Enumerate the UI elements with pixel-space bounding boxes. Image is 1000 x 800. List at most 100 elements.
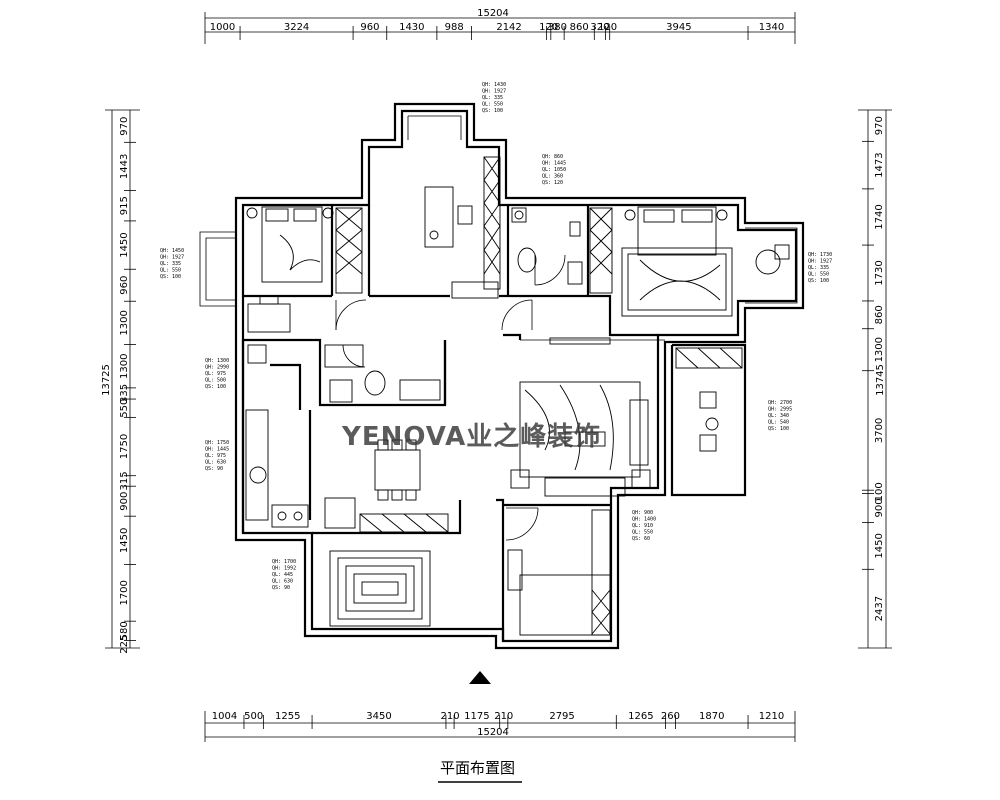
top-dimension-segment: 1340 <box>759 22 784 33</box>
spec-note-line: QH: 1992 <box>272 566 296 572</box>
top-dimension-segment: 1000 <box>210 22 235 33</box>
top-dimension-segment: 3945 <box>666 22 691 33</box>
top-dimension-segment: 860 <box>570 22 589 33</box>
bottom-dimension-segment: 1175 <box>464 711 489 722</box>
right-dimension-segment: 970 <box>874 116 885 135</box>
bottom-dimension-segment: 210 <box>494 711 513 722</box>
spec-note-line: QH: 2700 <box>768 400 792 406</box>
spec-note-line: QL: 445 <box>272 572 293 578</box>
spec-note-line: QL: 1050 <box>542 167 566 173</box>
spec-note-line: QH: 1927 <box>160 255 184 261</box>
top-dimension-segment: 120 <box>539 22 558 33</box>
top-dimension-segment: 3224 <box>284 22 309 33</box>
top-dimension-segment: 120 <box>598 22 617 33</box>
bottom-dimension-segment: 1265 <box>628 711 653 722</box>
spec-note-line: QH: 1927 <box>808 259 832 265</box>
left-dimension-segment: 315 <box>119 471 130 490</box>
interior-walls <box>241 205 747 641</box>
spec-note-line: QS: 90 <box>205 466 223 472</box>
spec-note-line: QL: 335 <box>160 261 181 267</box>
spec-note-line: QL: 630 <box>205 460 226 466</box>
top-dimension-segment: 320 <box>590 22 609 33</box>
spec-note-line: QH: 1445 <box>542 161 566 167</box>
spec-note-line: QH: 1400 <box>632 517 656 523</box>
top-dimension-segment: 1430 <box>399 22 424 33</box>
spec-note-line: QH: 860 <box>542 154 563 160</box>
spec-note-line: QS: 120 <box>542 180 563 186</box>
bottom-dimension-segment: 260 <box>661 711 680 722</box>
doors <box>335 254 566 541</box>
right-dimension-segment: 2437 <box>874 596 885 621</box>
spec-note-line: QL: 975 <box>205 371 226 377</box>
watermark: YENOVA业之峰装饰 <box>341 421 601 452</box>
right-total-dimension: 13745 <box>875 364 886 396</box>
spec-note-line: QL: 550 <box>808 272 829 278</box>
spec-note-line: QL: 335 <box>808 265 829 271</box>
spec-note-line: QS: 90 <box>272 585 290 591</box>
spec-note-line: QS: 60 <box>632 536 650 542</box>
right-dimension-segment: 1473 <box>874 152 885 177</box>
spec-note-line: QL: 910 <box>632 523 653 529</box>
spec-note-line: QH: 1750 <box>205 440 229 446</box>
spec-note-line: QS: 100 <box>205 384 226 390</box>
left-dimension-segment: 960 <box>119 276 130 295</box>
left-dimension-segment: 1300 <box>119 310 130 335</box>
furniture <box>245 156 790 636</box>
right-dimension-segment: 1450 <box>874 533 885 558</box>
top-dimension-segment: 380 <box>548 22 567 33</box>
spec-note-line: QL: 550 <box>632 530 653 536</box>
left-dimension-segment: 1700 <box>119 580 130 605</box>
left-dimension-segment: 550 <box>119 399 130 418</box>
left-dimension-segment: 580 <box>119 621 130 640</box>
bottom-dimension-segment: 1210 <box>759 711 784 722</box>
left-dimension-segment: 1443 <box>119 154 130 179</box>
spec-note-line: QL: 340 <box>768 413 789 419</box>
spec-note-line: QH: 1730 <box>808 252 832 258</box>
spec-note-line: QH: 1450 <box>160 248 184 254</box>
spec-note-line: QS: 100 <box>482 108 503 114</box>
spec-note-line: QS: 100 <box>160 274 181 280</box>
spec-note-line: QH: 1700 <box>272 559 296 565</box>
bottom-total-dimension: 15204 <box>477 727 509 738</box>
spec-note-line: QL: 500 <box>205 378 226 384</box>
left-dimension-segment: 1450 <box>119 232 130 257</box>
spec-note-line: QH: 1430 <box>482 82 506 88</box>
left-dimension-segment: 1300 <box>119 353 130 378</box>
right-dimension-segment: 100 <box>874 482 885 501</box>
left-dimension-segment: 915 <box>119 196 130 215</box>
spec-note-line: QH: 2990 <box>205 365 229 371</box>
left-dimension-segment: 1750 <box>119 434 130 459</box>
spec-note-line: QL: 540 <box>768 420 789 426</box>
right-dimension-chain: 13745 9701473174017308601300370010090014… <box>858 109 892 649</box>
top-dimension-segment: 2142 <box>496 22 521 33</box>
spec-note-line: QS: 100 <box>808 278 829 284</box>
spec-note-line: QH: 1445 <box>205 447 229 453</box>
top-total-dimension: 15204 <box>477 8 509 19</box>
bottom-dimension-segment: 2795 <box>549 711 574 722</box>
spec-note-line: QH: 900 <box>632 510 653 516</box>
plan-title: 平面布置图 <box>440 759 515 777</box>
right-dimension-segment: 1740 <box>874 204 885 229</box>
right-dimension-segment: 1300 <box>874 337 885 362</box>
spec-note-line: QL: 975 <box>205 453 226 459</box>
left-dimension-segment: 970 <box>119 117 130 136</box>
right-dimension-segment: 860 <box>874 305 885 324</box>
spec-note-line: QH: 1927 <box>482 89 506 95</box>
left-dimension-segment: 900 <box>119 492 130 511</box>
left-total-dimension: 13725 <box>101 364 112 396</box>
spec-note-line: QL: 550 <box>160 268 181 274</box>
spec-note-line: QL: 335 <box>482 95 503 101</box>
bottom-dimension-segment: 210 <box>440 711 459 722</box>
left-dimension-segment: 1450 <box>119 528 130 553</box>
bottom-dimension-segment: 1255 <box>275 711 300 722</box>
left-dimension-segment: 335 <box>119 384 130 403</box>
top-dimension-segment: 960 <box>360 22 379 33</box>
spec-note-line: QS: 100 <box>768 426 789 432</box>
spec-note-line: QL: 550 <box>482 102 503 108</box>
right-dimension-segment: 3700 <box>874 418 885 443</box>
